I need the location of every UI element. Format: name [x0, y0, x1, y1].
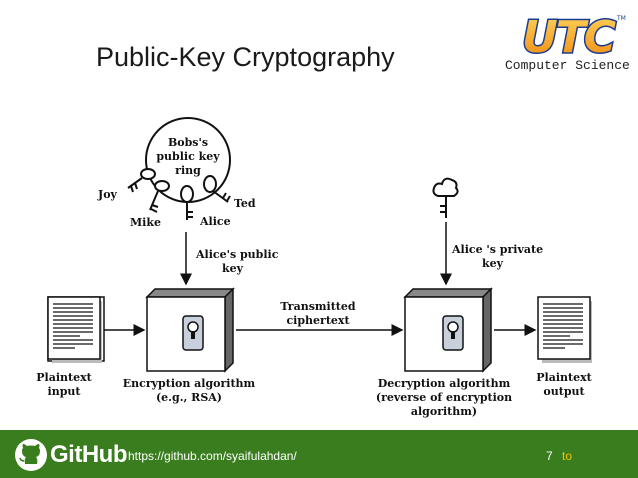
- utc-logo: UTC TM: [505, 8, 631, 74]
- public-key-label-1: Alice's public: [195, 248, 279, 261]
- transmitted-label-1: Transmitted: [280, 300, 355, 313]
- lock-icon: [182, 315, 204, 351]
- github-wordmark: GitHub: [50, 441, 127, 468]
- public-key-diagram: Bobs's public key ring Joy: [36, 117, 593, 418]
- key-name-mike: Mike: [130, 216, 161, 229]
- transmitted-label-2: ciphertext: [286, 314, 350, 327]
- key-icon-ted: [203, 175, 231, 203]
- decryption-label-3: algorithm): [411, 405, 477, 418]
- plaintext-input-label-2: input: [48, 385, 82, 398]
- encryption-label-2: (e.g., RSA): [156, 391, 222, 404]
- slide-title: Public-Key Cryptography: [96, 42, 395, 72]
- decryption-label-2: (reverse of encryption: [376, 391, 512, 404]
- private-key-label-1: Alice 's private: [451, 243, 543, 256]
- decryption-box: [403, 287, 493, 373]
- key-ring-label-2: public key: [156, 150, 220, 163]
- plaintext-output-label-2: output: [543, 385, 585, 398]
- lock-icon: [442, 315, 464, 351]
- key-ring-label-1: Bobs's: [168, 136, 208, 149]
- key-name-joy: Joy: [97, 188, 118, 201]
- footer-url-link[interactable]: https://github.com/syaifulahdan/: [128, 449, 297, 463]
- plaintext-input-document: [47, 296, 105, 363]
- plaintext-input-label-1: Plaintext: [36, 371, 92, 384]
- key-icon-mike: [149, 180, 170, 213]
- page-number: 7: [546, 449, 553, 463]
- key-name-alice: Alice: [199, 215, 231, 228]
- github-octocat-icon: [15, 439, 47, 471]
- encryption-box: [145, 287, 235, 373]
- encryption-label-1: Encryption algorithm: [123, 377, 256, 390]
- plaintext-output-document: [537, 296, 592, 363]
- plaintext-output-label-1: Plaintext: [536, 371, 592, 384]
- private-key-icon: [432, 177, 459, 218]
- key-name-ted: Ted: [234, 197, 256, 210]
- utc-logo-letters: UTC: [522, 12, 616, 60]
- logo-subtitle: Computer Science: [505, 58, 630, 73]
- private-key-label-2: key: [482, 257, 504, 270]
- utc-logo-tm: TM: [616, 15, 626, 22]
- decryption-label-1: Decryption algorithm: [378, 377, 511, 390]
- public-key-label-2: key: [222, 262, 244, 275]
- footer-bar: [0, 430, 638, 478]
- key-icon-joy: [127, 168, 156, 193]
- key-icon-alice: [180, 185, 194, 220]
- footer-to-link[interactable]: to: [562, 449, 573, 463]
- key-ring-label-3: ring: [175, 164, 201, 177]
